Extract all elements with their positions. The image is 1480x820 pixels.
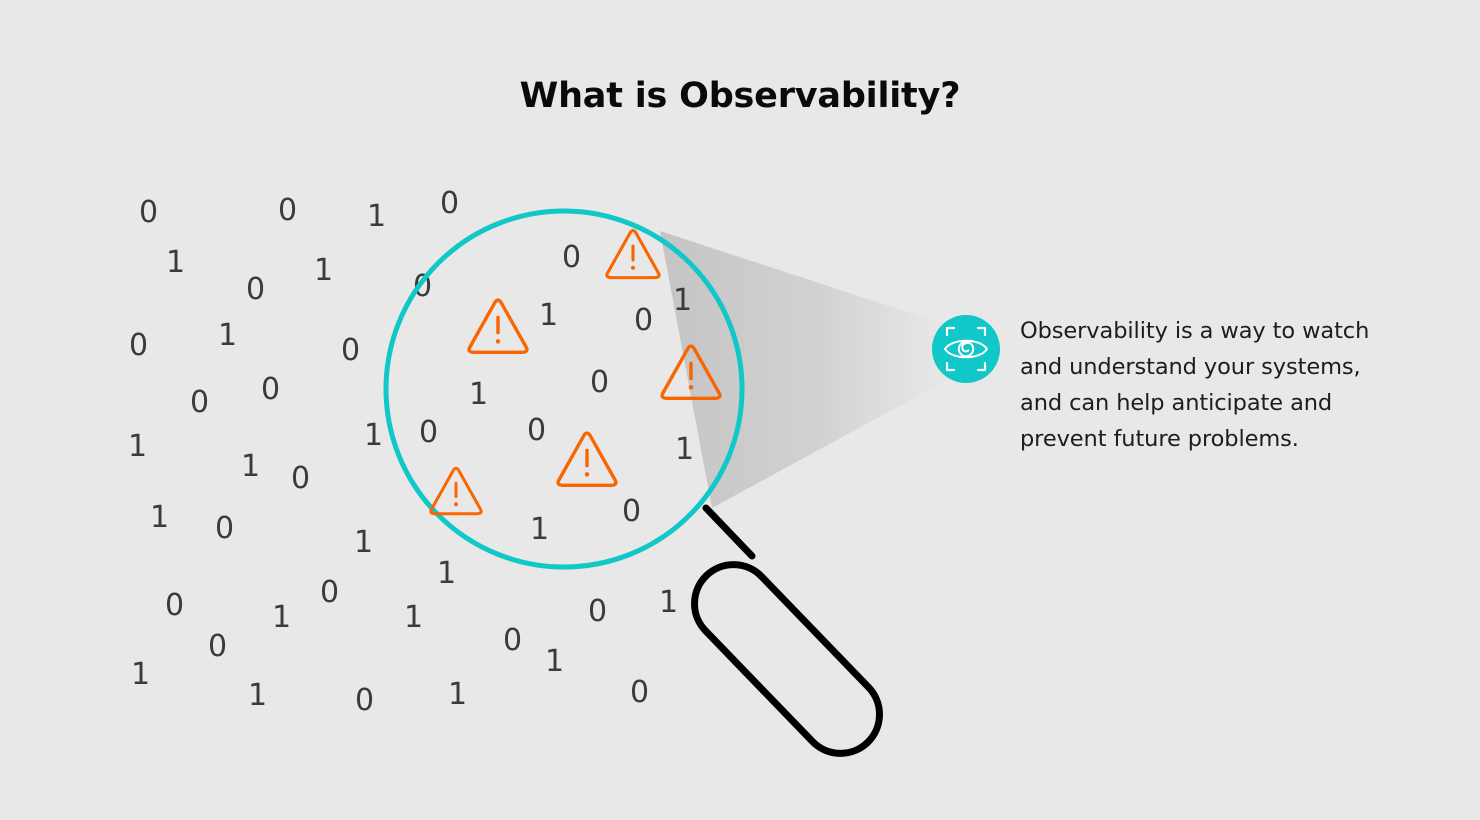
- description-text: Observability is a way to watch and unde…: [1020, 318, 1370, 452]
- binary-digit: 1: [241, 449, 260, 484]
- binary-digit: 1: [437, 556, 456, 591]
- binary-digit: 1: [530, 512, 549, 547]
- binary-digit: 0: [503, 623, 522, 658]
- binary-digit: 0: [562, 240, 581, 275]
- binary-digit: 1: [364, 418, 383, 453]
- binary-digit: 1: [272, 600, 291, 635]
- binary-digit: 0: [440, 186, 459, 221]
- binary-digit: 1: [675, 432, 694, 467]
- binary-digit: 1: [367, 199, 386, 234]
- binary-digit: 0: [165, 588, 184, 623]
- binary-digit: 0: [190, 385, 209, 420]
- binary-digit: 1: [150, 500, 169, 535]
- binary-digit: 0: [590, 365, 609, 400]
- binary-digit: 0: [261, 372, 280, 407]
- warning-triangle-icon: [660, 344, 722, 400]
- binary-digit: 0: [139, 195, 158, 230]
- binary-digit: 1: [469, 377, 488, 412]
- binary-digit: 0: [588, 594, 607, 629]
- warning-triangle-icon: [429, 466, 483, 516]
- binary-digit: 0: [129, 328, 148, 363]
- binary-digit: 0: [527, 413, 546, 448]
- binary-digit: 1: [539, 298, 558, 333]
- binary-digit: 0: [419, 415, 438, 450]
- warning-triangle-icon: [605, 228, 661, 280]
- binary-digit: 1: [248, 678, 267, 713]
- binary-digit: 1: [659, 585, 678, 620]
- binary-digit: 0: [622, 494, 641, 529]
- binary-digit: 1: [448, 677, 467, 712]
- binary-digit: 0: [630, 675, 649, 710]
- binary-digit: 0: [246, 272, 265, 307]
- binary-digit: 1: [218, 318, 237, 353]
- binary-digit: 1: [166, 245, 185, 280]
- page-title: What is Observability?: [519, 76, 961, 116]
- binary-digit: 1: [314, 253, 333, 288]
- binary-digit: 1: [545, 644, 564, 679]
- binary-digit: 0: [341, 333, 360, 368]
- binary-digit: 1: [673, 283, 692, 318]
- eye-scan-badge[interactable]: [932, 315, 1000, 383]
- binary-digit: 0: [208, 629, 227, 664]
- magnifier-handle: [691, 504, 883, 757]
- binary-digit: 1: [354, 525, 373, 560]
- binary-digit: 0: [320, 575, 339, 610]
- scan-frame-icon: [945, 326, 987, 372]
- binary-digit: 0: [215, 511, 234, 546]
- binary-digit: 0: [278, 193, 297, 228]
- warning-triangle-icon: [556, 431, 618, 487]
- warning-triangles: [429, 228, 722, 516]
- binary-digit: 1: [404, 600, 423, 635]
- binary-digit: 0: [355, 683, 374, 718]
- eye-icon: [944, 339, 988, 359]
- warning-triangle-icon: [467, 298, 529, 354]
- binary-digit: 0: [634, 303, 653, 338]
- binary-digit: 1: [131, 657, 150, 692]
- binary-digit: 1: [128, 429, 147, 464]
- binary-digit: 0: [291, 461, 310, 496]
- magnifier-lens: [383, 208, 745, 570]
